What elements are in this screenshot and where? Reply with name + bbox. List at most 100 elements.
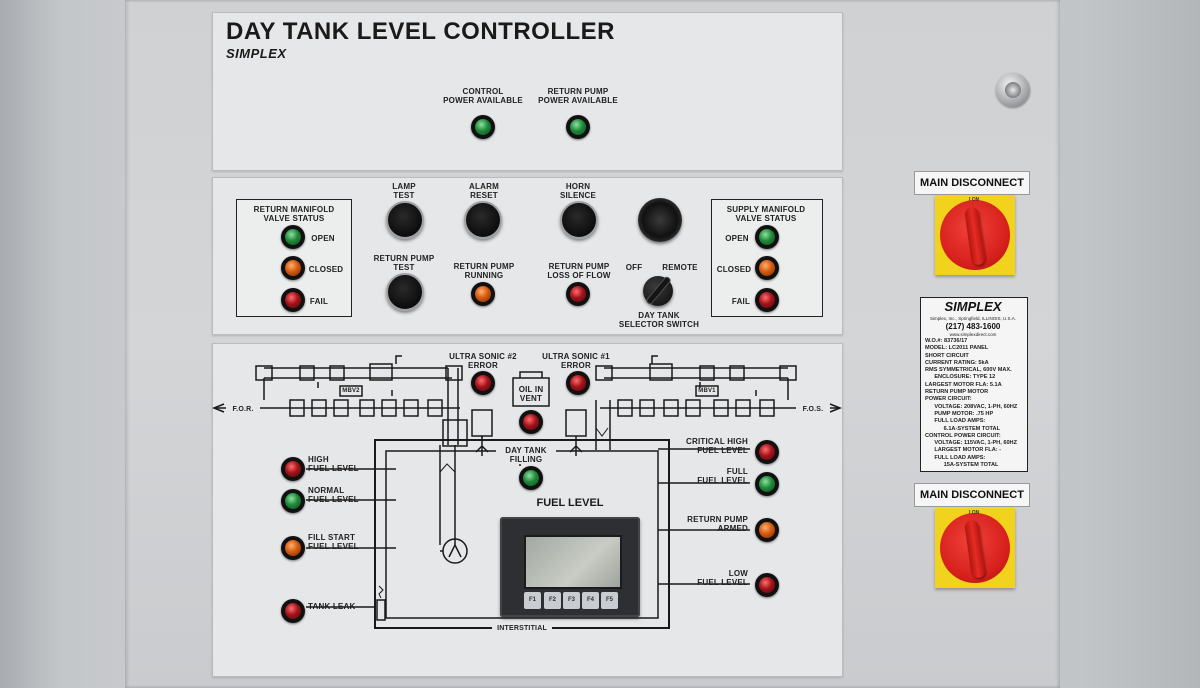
return-pump-test-button[interactable] — [386, 273, 424, 311]
critical-high-label: CRITICAL HIGH FUEL LEVEL — [685, 437, 748, 455]
return-pump-power-label: RETURN PUMP POWER AVAILABLE — [538, 87, 618, 105]
nameplate-spec-line: 15A-SYSTEM TOTAL — [925, 462, 999, 469]
day-tank-filling-label: DAY TANK FILLING — [496, 446, 556, 464]
ultrasonic-1-lamp — [566, 371, 590, 395]
return-manifold-closed-label: CLOSED — [308, 265, 344, 274]
main-disconnect-bottom-label: MAIN DISCONNECT — [914, 483, 1030, 507]
horn-silence-button[interactable] — [560, 201, 598, 239]
fuel-level-display[interactable]: F1 F2 F3 F4 F5 — [500, 517, 640, 617]
full-fuel-label: FULL FUEL LEVEL — [697, 467, 748, 485]
fill-start-label: FILL START FUEL LEVEL — [308, 533, 359, 551]
nameplate — [920, 297, 1028, 472]
return-pump-test-label: RETURN PUMP TEST — [373, 254, 435, 272]
ultrasonic-2-label: ULTRA SONIC #2 ERROR — [449, 352, 517, 370]
nameplate-spec-line: RMS SYMMETRICAL, 600V MAX. — [925, 367, 1012, 374]
header-panel — [212, 12, 843, 171]
supply-manifold-open-label: OPEN — [725, 234, 749, 243]
normal-fuel-lamp — [281, 489, 305, 513]
interstitial-label: INTERSTITIAL — [492, 624, 552, 633]
return-pump-power-lamp — [566, 115, 590, 139]
horn-silence-label: HORN SILENCE — [559, 182, 597, 200]
page-title: DAY TANK LEVEL CONTROLLER — [226, 18, 615, 45]
return-pump-armed-label: RETURN PUMP ARMED — [687, 515, 748, 533]
selector-switch[interactable] — [643, 275, 673, 306]
day-tank-filling-lamp — [519, 466, 543, 490]
nameplate-spec-line: CURRENT RATING: 5kA — [925, 359, 989, 366]
nameplate-spec-line: PUMP MOTOR: .75 HP — [925, 410, 994, 417]
main-disconnect-top-switch[interactable]: I ON — [935, 195, 1015, 275]
f4-key[interactable]: F4 — [582, 592, 599, 609]
nameplate-spec-line: MODEL: LC2011 PANEL — [925, 345, 989, 352]
alarm-horn-icon — [638, 198, 682, 242]
for-label: F.O.R. — [226, 405, 260, 414]
tank-leak-lamp — [281, 599, 305, 623]
nameplate-spec-line: SHORT CIRCUIT — [925, 352, 969, 359]
lamp-test-button[interactable] — [386, 201, 424, 239]
ultrasonic-2-lamp — [471, 371, 495, 395]
normal-fuel-label: NORMAL FUEL LEVEL — [308, 486, 359, 504]
supply-manifold-title: SUPPLY MANIFOLD VALVE STATUS — [726, 205, 806, 223]
nameplate-spec-line: 6.1A-SYSTEM TOTAL — [925, 425, 1001, 432]
nameplate-phone: (217) 483-1600 — [945, 322, 1001, 331]
nameplate-spec-line: LARGEST MOTOR FLA: - — [925, 447, 1002, 454]
selector-knob-icon — [645, 275, 672, 306]
return-manifold-open-label: OPEN — [311, 234, 335, 243]
return-pump-running-label: RETURN PUMP RUNNING — [453, 262, 515, 280]
mbv2-label: MBV2 — [342, 388, 360, 394]
f5-key[interactable]: F5 — [601, 592, 618, 609]
selector-switch-label: DAY TANK SELECTOR SWITCH — [618, 311, 700, 329]
oil-in-vent-label: OIL IN VENT — [518, 385, 544, 403]
high-fuel-label: HIGH FUEL LEVEL — [308, 455, 359, 473]
nameplate-spec-line: FULL LOAD AMPS: — [925, 418, 986, 425]
return-manifold-open-lamp — [281, 225, 305, 249]
alarm-reset-button[interactable] — [464, 201, 502, 239]
selector-remote-label: REMOTE — [662, 263, 698, 272]
nameplate-spec-line: POWER CIRCUIT: — [925, 396, 972, 403]
nameplate-spec-line: VOLTAGE: 208VAC, 1-PH, 60HZ — [925, 403, 1018, 410]
supply-manifold-closed-label: CLOSED — [716, 265, 752, 274]
control-power-lamp — [471, 115, 495, 139]
nameplate-brand: SIMPLEX — [944, 299, 1002, 314]
full-fuel-lamp — [755, 472, 779, 496]
critical-high-lamp — [755, 440, 779, 464]
disconnect-bottom-on-mark: I ON — [969, 510, 980, 516]
return-pump-armed-lamp — [755, 518, 779, 542]
return-pump-loss-lamp — [566, 282, 590, 306]
fos-label: F.O.S. — [796, 405, 830, 414]
return-manifold-fail-lamp — [281, 288, 305, 312]
fuel-level-title: FUEL LEVEL — [536, 497, 604, 509]
lamp-test-label: LAMP TEST — [392, 182, 416, 200]
return-manifold-fail-label: FAIL — [309, 297, 329, 306]
supply-manifold-closed-lamp — [755, 256, 779, 280]
supply-manifold-fail-lamp — [755, 288, 779, 312]
disconnect-top-on-mark: I ON — [969, 197, 980, 203]
return-manifold-title: RETURN MANIFOLD VALVE STATUS — [253, 205, 335, 223]
nameplate-spec-line: FULL LOAD AMPS: — [925, 454, 986, 461]
nameplate-spec-line: ENCLOSURE: TYPE 12 — [925, 374, 996, 381]
brand-logo: SIMPLEX — [226, 46, 287, 61]
tank-leak-label: TANK LEAK — [308, 602, 356, 611]
supply-manifold-open-lamp — [755, 225, 779, 249]
main-disconnect-bottom-switch[interactable]: I ON — [935, 508, 1015, 588]
nameplate-address: Simplex, Inc., Springfield, ILLINOIS, U.… — [929, 316, 1017, 321]
nameplate-spec-line: LARGEST MOTOR FLA: 5.1A — [925, 381, 1002, 388]
selector-off-label: OFF — [625, 263, 643, 272]
control-power-label: CONTROL POWER AVAILABLE — [443, 87, 523, 105]
f3-key[interactable]: F3 — [563, 592, 580, 609]
low-fuel-label: LOW FUEL LEVEL — [697, 569, 748, 587]
nameplate-spec-line: VOLTAGE: 115VAC, 1-PH, 60HZ — [925, 440, 1018, 447]
nameplate-spec-line: CONTROL POWER CIRCUIT: — [925, 432, 1001, 439]
oil-in-vent-lamp — [519, 410, 543, 434]
mbv1-label: MBV1 — [698, 388, 716, 394]
door-lock-icon[interactable] — [996, 73, 1030, 107]
main-disconnect-top-label: MAIN DISCONNECT — [914, 171, 1030, 195]
nameplate-web: www.simplexdirect.com — [949, 332, 997, 337]
alarm-reset-label: ALARM RESET — [469, 182, 499, 200]
f2-key[interactable]: F2 — [544, 592, 561, 609]
return-manifold-closed-lamp — [281, 256, 305, 280]
f1-key[interactable]: F1 — [524, 592, 541, 609]
low-fuel-lamp — [755, 573, 779, 597]
lcd-screen — [524, 535, 622, 589]
nameplate-spec-line: RETURN PUMP MOTOR — [925, 389, 989, 396]
